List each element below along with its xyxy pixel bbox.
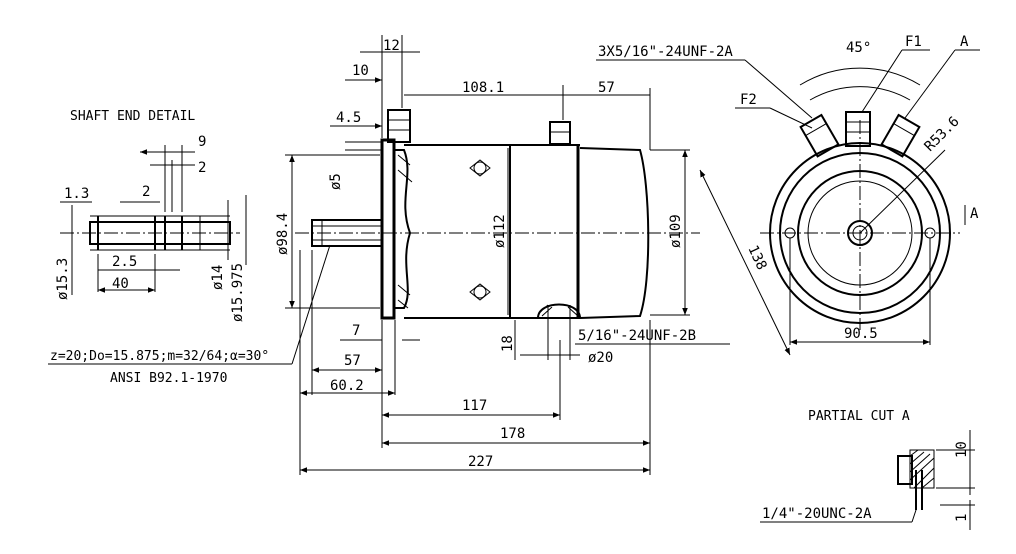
dim-60-2: 60.2 bbox=[330, 378, 364, 394]
leader-line bbox=[769, 107, 813, 129]
shaft-end-detail: SHAFT END DETAIL 9 2 1.3 2 2.5 40 ø15.3 bbox=[55, 109, 247, 322]
dim-57-top: 57 bbox=[598, 80, 615, 96]
dim-angle-45: 45° bbox=[846, 40, 871, 56]
dim-dia-20: ø20 bbox=[588, 350, 613, 366]
cutaway-edge bbox=[394, 149, 412, 309]
mount-thread-label: 5/16"-24UNF-2B bbox=[578, 328, 696, 344]
dim-cut-10: 10 bbox=[954, 441, 970, 458]
dim-4-5: 4.5 bbox=[336, 110, 361, 126]
terminal-a bbox=[880, 113, 921, 158]
cut-hatch bbox=[909, 449, 935, 489]
terminal-stud bbox=[387, 109, 411, 143]
dim-7: 7 bbox=[352, 323, 360, 339]
gear-spec-label: z=20;Do=15.875;m=32/64;α=30° bbox=[50, 349, 269, 364]
terminal-f2 bbox=[799, 113, 840, 158]
leader-line bbox=[911, 509, 917, 523]
dim-cut-1: 1 bbox=[954, 514, 970, 522]
dim-10: 10 bbox=[352, 63, 369, 79]
dim-108-1: 108.1 bbox=[462, 80, 504, 96]
dim-dia-15-3: ø15.3 bbox=[55, 258, 71, 300]
dim-dia-15-975: ø15.975 bbox=[230, 263, 246, 322]
radius-label: R53.6 bbox=[922, 114, 963, 155]
dim-dia-109: ø109 bbox=[668, 214, 684, 248]
leader-line bbox=[291, 244, 331, 365]
terminal-f1 bbox=[845, 111, 871, 147]
terminal-f2-label: F2 bbox=[740, 92, 757, 108]
dim-227: 227 bbox=[468, 454, 493, 470]
terminal-nut bbox=[805, 123, 827, 137]
terminal-f1-label: F1 bbox=[905, 34, 922, 50]
dim-90-5: 90.5 bbox=[844, 326, 878, 342]
leader-line bbox=[744, 59, 813, 119]
mount-boss bbox=[537, 303, 581, 319]
angle-arc-inner bbox=[809, 86, 911, 101]
dim-18: 18 bbox=[500, 335, 516, 352]
dim-178: 178 bbox=[500, 426, 525, 442]
dim-dia-98-4: ø98.4 bbox=[275, 213, 291, 255]
standard-label: ANSI B92.1-1970 bbox=[110, 371, 227, 386]
dim-2a: 2 bbox=[198, 160, 206, 176]
dim-dia-5: ø5 bbox=[328, 173, 344, 190]
dim-2b: 2 bbox=[142, 184, 150, 200]
terminal-nut bbox=[893, 123, 915, 137]
terminal-stud bbox=[549, 121, 571, 145]
shaft-end-detail-title: SHAFT END DETAIL bbox=[70, 109, 195, 124]
dim-dia-14: ø14 bbox=[210, 265, 226, 290]
section-a-label: A bbox=[970, 206, 979, 222]
dim-9: 9 bbox=[198, 134, 206, 150]
leader-line bbox=[861, 49, 903, 113]
dim-1-3: 1.3 bbox=[64, 186, 89, 202]
dim-dia-112: ø112 bbox=[492, 214, 508, 248]
dim-2-5: 2.5 bbox=[112, 254, 137, 270]
partial-cut-title: PARTIAL CUT A bbox=[808, 409, 910, 424]
motor-side-view: 12 10 108.1 57 4.5 ø5 ø98.4 ø112 ø109 7 bbox=[48, 35, 730, 475]
dim-line bbox=[699, 169, 791, 356]
partial-cut-a: PARTIAL CUT A 10 1 1/4"-20UNC-2A bbox=[760, 409, 975, 530]
dim-117: 117 bbox=[462, 398, 487, 414]
cut-screw-head bbox=[897, 455, 913, 485]
end-cap bbox=[579, 147, 650, 319]
cutaway-hatch bbox=[397, 154, 413, 309]
mount-hatch bbox=[539, 304, 579, 317]
dim-57-bottom: 57 bbox=[344, 353, 361, 369]
radius-line bbox=[859, 149, 946, 234]
dim-12: 12 bbox=[383, 38, 400, 54]
mounting-flange bbox=[380, 138, 396, 320]
angle-arc bbox=[799, 67, 921, 86]
leader-line bbox=[904, 49, 956, 119]
motor-end-view: 45° F1 A F2 3X5/16"-24UNF-2A R53.6 A 138… bbox=[596, 34, 980, 356]
terminal-spec-label: 3X5/16"-24UNF-2A bbox=[598, 44, 733, 60]
pole-screw bbox=[473, 161, 487, 175]
pole-screw bbox=[473, 285, 487, 299]
terminal-a-label: A bbox=[960, 34, 969, 50]
cut-thread-label: 1/4"-20UNC-2A bbox=[762, 506, 872, 522]
